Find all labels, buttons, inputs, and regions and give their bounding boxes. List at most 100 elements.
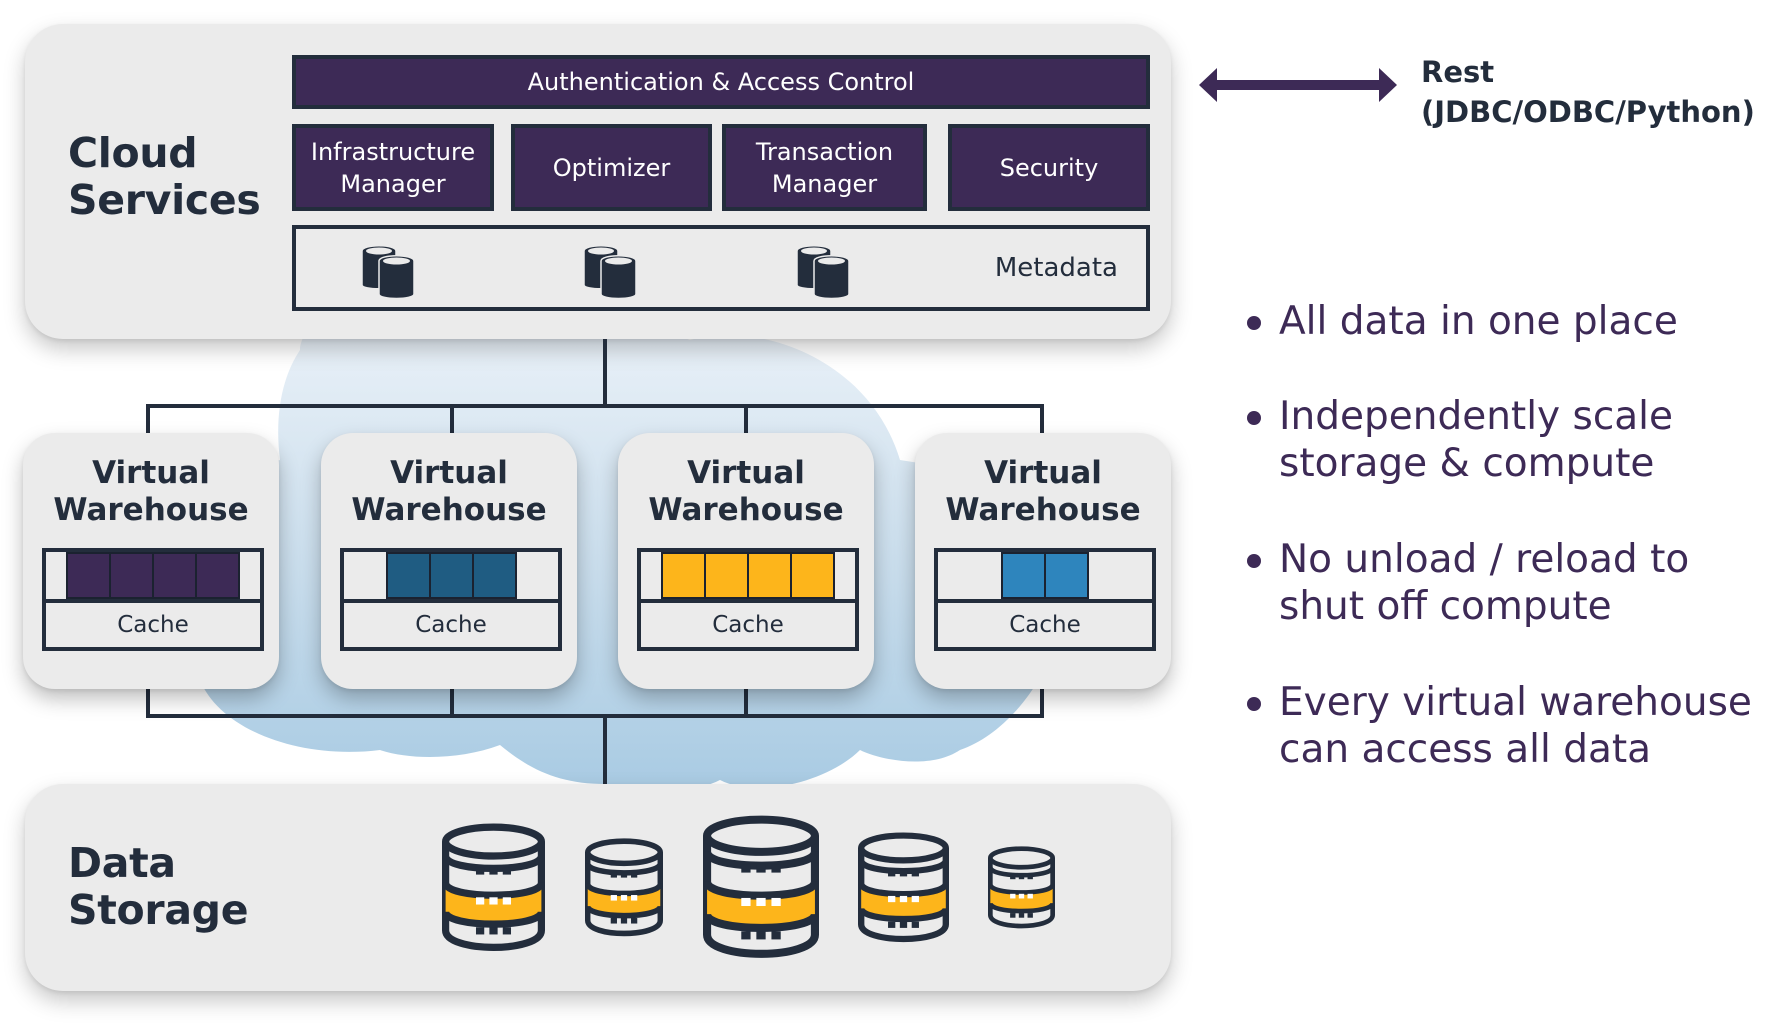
virtual-warehouse-1[interactable]: Virtual Warehouse Cache — [23, 433, 279, 689]
connector-bottom-bus — [146, 714, 1044, 718]
connector-warehouses-to-storage — [603, 714, 607, 785]
benefit-line: All data in one place — [1279, 299, 1678, 344]
double-arrow-icon — [1199, 68, 1397, 102]
connector-top-wh4 — [1040, 404, 1044, 434]
connector-bottom-wh1 — [146, 688, 150, 718]
connector-top-wh2 — [450, 404, 454, 434]
compute-node — [428, 552, 474, 599]
rest-interface-label: Rest (JDBC/ODBC/Python) — [1421, 52, 1755, 132]
compute-node — [661, 552, 706, 599]
warehouse-compute-box: Cache — [637, 548, 859, 651]
benefit-text: No unload / reload to shut off compute — [1279, 536, 1689, 630]
connector-cloud-to-warehouses — [603, 339, 607, 407]
warehouse-title: Virtual Warehouse — [23, 455, 279, 529]
compute-node — [704, 552, 749, 599]
warehouse-title: Virtual Warehouse — [915, 455, 1171, 529]
database-server-icon — [858, 832, 949, 943]
warehouse-title-line2: Warehouse — [648, 492, 844, 528]
benefit-line: Independently scale — [1279, 394, 1673, 439]
service-label-line2: Manager — [340, 169, 446, 198]
cloud-services-title-line2: Services — [68, 176, 261, 224]
cloud-services-title: Cloud Services — [68, 129, 261, 224]
database-server-icon — [442, 823, 545, 951]
compute-node — [195, 552, 240, 599]
database-server-icon — [703, 815, 819, 958]
connector-bottom-wh2 — [450, 688, 454, 718]
security-box[interactable]: Security — [948, 124, 1150, 211]
compute-node — [66, 552, 111, 599]
bullet-icon — [1247, 697, 1261, 711]
authentication-access-control-bar[interactable]: Authentication & Access Control — [292, 55, 1150, 109]
connector-top-bus — [146, 404, 1044, 408]
service-label-line1: Security — [999, 153, 1099, 182]
benefit-line: storage & compute — [1279, 441, 1655, 486]
auth-bar-label: Authentication & Access Control — [527, 68, 915, 96]
virtual-warehouse-4[interactable]: Virtual Warehouse Cache — [915, 433, 1171, 689]
service-label-line1: Infrastructure — [310, 137, 476, 166]
service-label-line1: Transaction — [755, 137, 894, 166]
warehouse-cache: Cache — [46, 599, 260, 647]
compute-node — [152, 552, 197, 599]
warehouse-compute-box: Cache — [934, 548, 1156, 651]
compute-node — [109, 552, 154, 599]
warehouse-title-line1: Virtual — [92, 455, 210, 491]
transaction-manager-box[interactable]: Transaction Manager — [722, 124, 927, 211]
compute-node — [1001, 552, 1046, 599]
warehouse-compute-box: Cache — [42, 548, 264, 651]
bullet-icon — [1247, 554, 1261, 568]
warehouse-title-line2: Warehouse — [53, 492, 249, 528]
bullet-icon — [1247, 411, 1261, 425]
warehouse-compute-box: Cache — [340, 548, 562, 651]
benefit-line: Every virtual warehouse — [1279, 680, 1752, 725]
optimizer-box[interactable]: Optimizer — [511, 124, 712, 211]
warehouse-title-line1: Virtual — [687, 455, 805, 491]
warehouse-cache: Cache — [344, 599, 558, 647]
connector-bottom-wh3 — [744, 688, 748, 718]
warehouse-cache: Cache — [641, 599, 855, 647]
benefit-line: can access all data — [1279, 727, 1652, 772]
compute-node — [1044, 552, 1089, 599]
compute-node — [385, 552, 431, 599]
rest-label-line2: (JDBC/ODBC/Python) — [1421, 95, 1755, 129]
warehouse-nodes — [641, 552, 855, 599]
cloud-services-title-line1: Cloud — [68, 129, 198, 177]
rest-label-line1: Rest — [1421, 55, 1495, 89]
warehouse-title-line1: Virtual — [390, 455, 508, 491]
connector-top-wh3 — [744, 404, 748, 434]
benefit-line: shut off compute — [1279, 584, 1612, 629]
connector-top-wh1 — [146, 404, 150, 434]
data-storage-title: Data Storage — [68, 839, 249, 934]
service-label-line1: Optimizer — [552, 153, 671, 182]
compute-node — [790, 552, 835, 599]
database-stack-icon — [361, 245, 415, 299]
benefit-text: All data in one place — [1279, 298, 1678, 345]
warehouse-title: Virtual Warehouse — [321, 455, 577, 529]
compute-node — [747, 552, 792, 599]
warehouse-title-line2: Warehouse — [351, 492, 547, 528]
database-server-icon — [585, 838, 663, 937]
metadata-box[interactable]: Metadata — [292, 225, 1150, 311]
connector-bottom-wh4 — [1040, 688, 1044, 718]
benefit-line: No unload / reload to — [1279, 537, 1690, 582]
virtual-warehouse-2[interactable]: Virtual Warehouse Cache — [321, 433, 577, 689]
data-storage-title-line2: Storage — [68, 886, 249, 934]
warehouse-title-line1: Virtual — [984, 455, 1102, 491]
virtual-warehouse-3[interactable]: Virtual Warehouse Cache — [618, 433, 874, 689]
database-server-icon — [988, 846, 1055, 929]
warehouse-title: Virtual Warehouse — [618, 455, 874, 529]
service-label-line2: Manager — [771, 169, 878, 198]
infrastructure-manager-box[interactable]: Infrastructure Manager — [292, 124, 494, 211]
warehouse-cache: Cache — [938, 599, 1152, 647]
database-stack-icon — [796, 245, 850, 299]
database-stack-icon — [583, 245, 637, 299]
benefit-text: Every virtual warehouse can access all d… — [1279, 679, 1752, 773]
metadata-label: Metadata — [994, 253, 1118, 283]
warehouse-nodes — [938, 552, 1152, 599]
compute-node — [471, 552, 517, 599]
warehouse-title-line2: Warehouse — [945, 492, 1141, 528]
warehouse-nodes — [344, 552, 558, 599]
benefit-text: Independently scale storage & compute — [1279, 393, 1673, 487]
bullet-icon — [1247, 316, 1261, 330]
warehouse-nodes — [46, 552, 260, 599]
data-storage-title-line1: Data — [68, 839, 176, 887]
